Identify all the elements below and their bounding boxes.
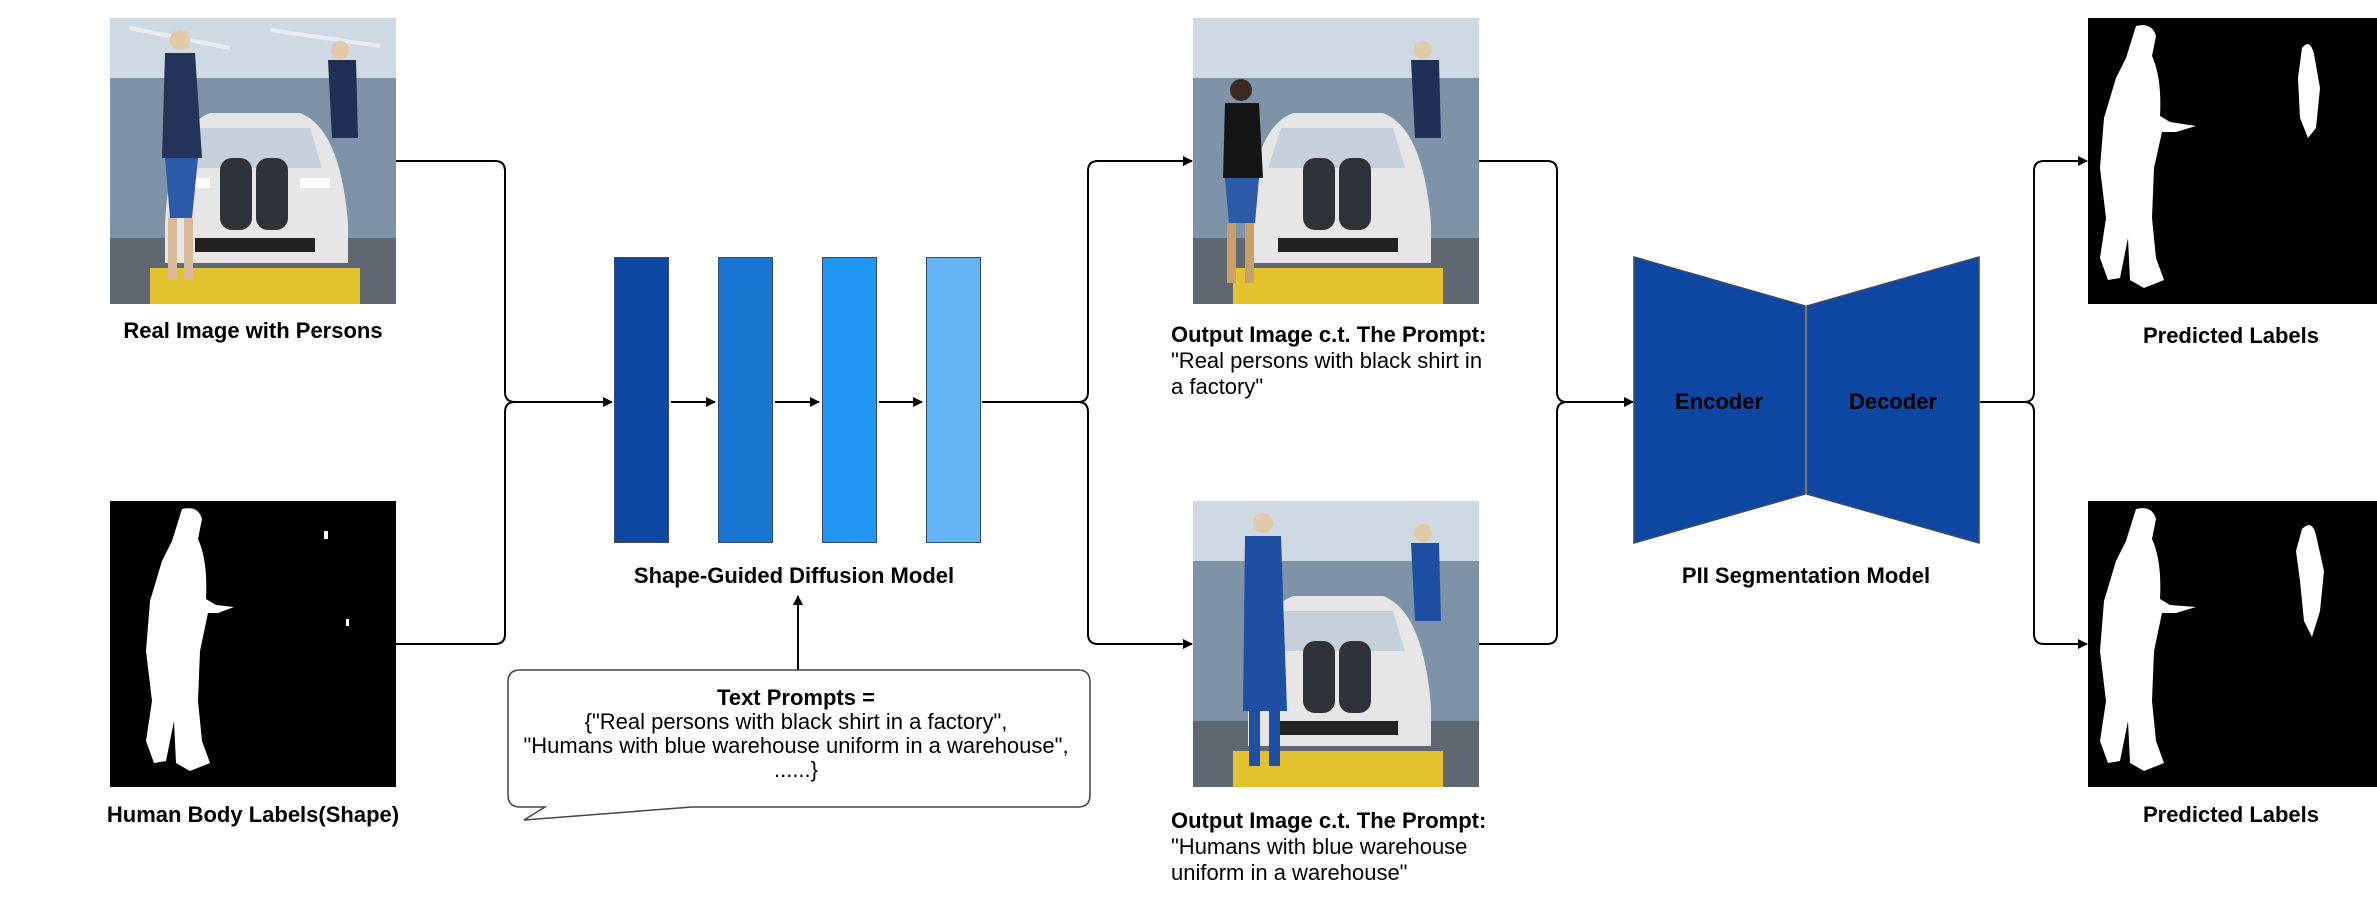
- predicted-mask-top: [2088, 18, 2377, 304]
- text-prompts-bubble: [507, 669, 1091, 821]
- unet-block-3: [822, 257, 877, 543]
- output-bottom-title: Output Image c.t. The Prompt:: [1171, 808, 1487, 833]
- output-bottom-caption: Output Image c.t. The Prompt: "Humans wi…: [1171, 808, 1571, 886]
- encoder-decoder-shape: [1633, 256, 1980, 544]
- real-image-label: Real Image with Persons: [123, 318, 383, 343]
- diffusion-model-label: Shape-Guided Diffusion Model: [633, 563, 955, 588]
- human-body-mask: [110, 501, 396, 787]
- unet-block-4: [926, 257, 981, 543]
- encoder-label: Encoder: [1674, 389, 1764, 414]
- text-prompts-line2: "Humans with blue warehouse uniform in a…: [523, 733, 1069, 758]
- output-bottom-prompt-line2: uniform in a warehouse": [1171, 860, 1408, 885]
- text-prompts-title: Text Prompts =: [717, 685, 875, 710]
- decoder-label: Decoder: [1848, 389, 1938, 414]
- text-prompts-line3: ......}: [773, 757, 819, 782]
- output-top-prompt-line1: "Real persons with black shirt in: [1171, 348, 1483, 373]
- output-bottom-prompt-line1: "Humans with blue warehouse: [1171, 834, 1468, 859]
- unet-block-2: [718, 257, 773, 543]
- predicted-mask-bottom: [2088, 501, 2377, 787]
- segmentation-model-label: PII Segmentation Model: [1681, 563, 1931, 588]
- human-body-label: Human Body Labels(Shape): [106, 802, 400, 827]
- unet-block-1: [614, 257, 669, 543]
- text-prompts-content: Text Prompts = {"Real persons with black…: [506, 686, 1086, 782]
- real-image-photo: [110, 18, 396, 304]
- output-top-title: Output Image c.t. The Prompt:: [1171, 322, 1487, 347]
- predicted-labels-top: Predicted Labels: [2142, 323, 2320, 348]
- output-top-caption: Output Image c.t. The Prompt: "Real pers…: [1171, 322, 1571, 400]
- output-image-black-shirt: [1193, 18, 1479, 304]
- predicted-labels-bottom: Predicted Labels: [2142, 802, 2320, 827]
- output-top-prompt-line2: a factory": [1171, 374, 1264, 399]
- text-prompts-line1: {"Real persons with black shirt in a fac…: [584, 709, 1008, 734]
- output-image-blue-uniform: [1193, 501, 1479, 787]
